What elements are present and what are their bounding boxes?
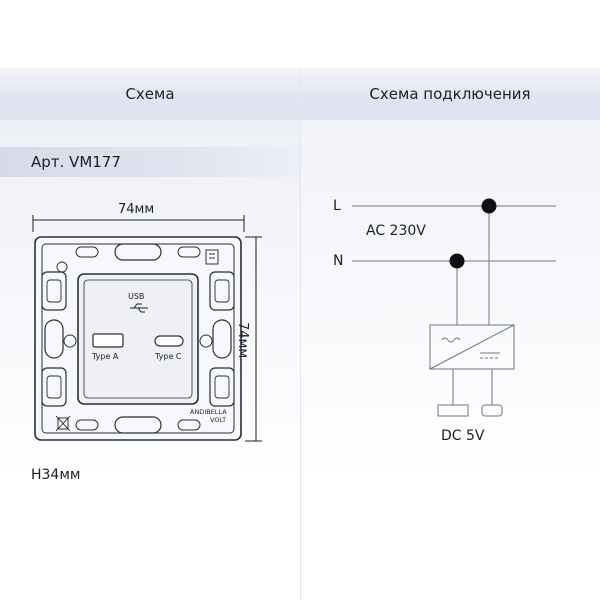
header-connection-title: Схема подключения [369,85,531,103]
article-number: Арт. VM177 [31,153,121,171]
certification-icon [205,249,219,265]
column-divider [300,68,301,600]
ac-symbol [441,337,461,343]
neutral-label: N [333,253,344,269]
width-dimension [32,215,245,232]
junction-line [481,198,497,214]
usb-icon [130,303,148,313]
output-voltage-label: DC 5V [441,428,485,444]
weee-bin-icon [55,415,71,432]
type-c-label: Type C [155,352,182,361]
brand-label-line1: ANDIBELLA [190,408,227,416]
right-panel [301,120,600,600]
brand-label-line2: VOLT [210,416,227,424]
input-voltage-label: AC 230V [366,223,426,239]
width-label: 74мм [118,202,155,217]
power-supply-box [429,324,515,370]
mounting-frame [34,236,242,441]
junction-neutral [449,253,465,269]
wiring-lines [352,205,556,417]
line-label: L [333,198,341,214]
usb-label: USB [128,292,145,301]
header-scheme-title: Схема [125,85,175,103]
article-banner: Арт. VM177 [0,147,300,177]
type-a-label: Type A [92,352,119,361]
depth-label: Н34мм [31,467,81,483]
converter-diagonal [429,324,515,370]
height-dimension [245,236,262,442]
output-connector-left [437,404,469,417]
output-connector-right [481,404,503,417]
